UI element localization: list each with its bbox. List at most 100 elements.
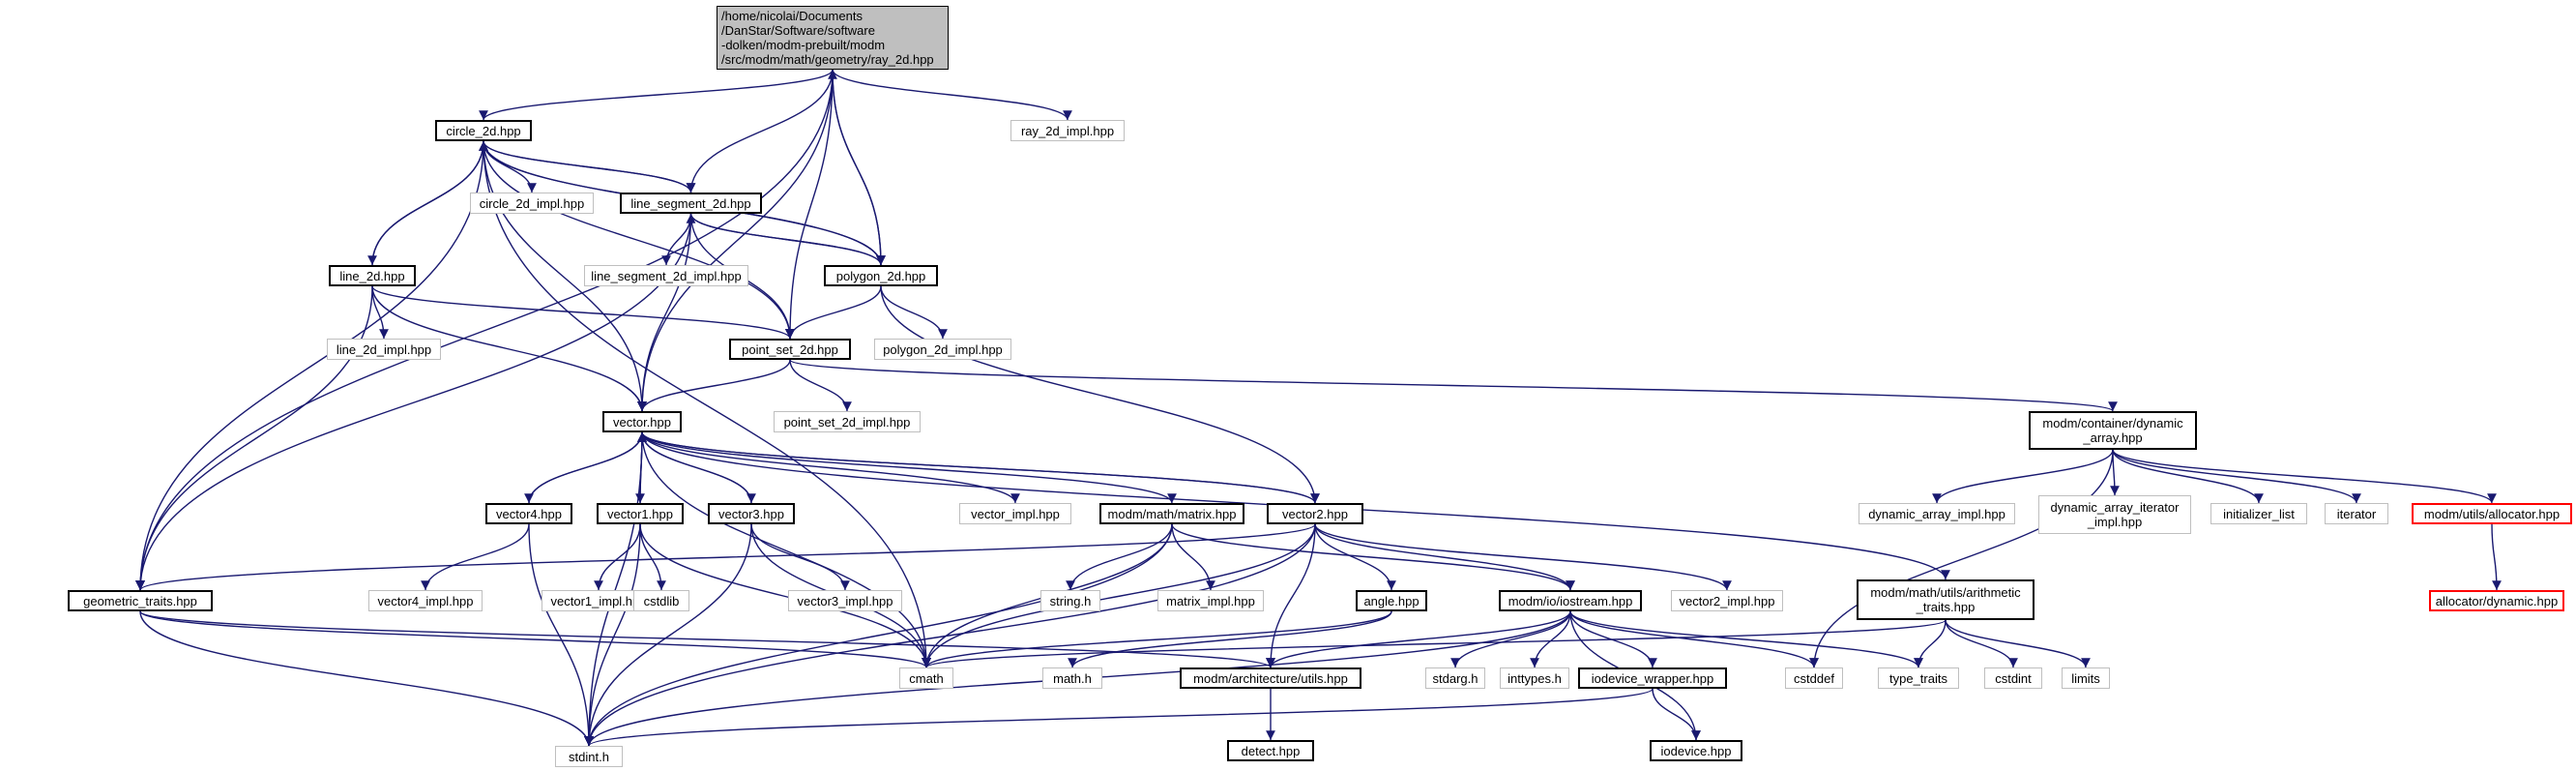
edge-vector2-to-geometric_traits: [135, 523, 1316, 591]
node-dynamic-array[interactable]: modm/container/dynamic_array.hpp: [2029, 411, 2197, 450]
node-label-line: angle.hpp: [1363, 593, 1420, 608]
node-angle[interactable]: angle.hpp: [1356, 590, 1427, 611]
edge-ray_2d-to-point_set_2d: [785, 69, 834, 340]
edge-line_2d-to-point_set_2d: [371, 285, 795, 340]
edge-ray_2d-to-ray_2d_impl: [832, 69, 1072, 121]
edge-vector2-to-angle: [1314, 523, 1396, 591]
node-label-line: cmath: [909, 670, 944, 686]
node-iostream[interactable]: modm/io/iostream.hpp: [1499, 590, 1642, 611]
edge-polygon_2d-to-point_set_2d: [785, 285, 882, 340]
node-vector2[interactable]: vector2.hpp: [1267, 503, 1363, 524]
node-ray-2d: /home/nicolai/Documents/DanStar/Software…: [717, 6, 949, 70]
dependency-edges: [135, 69, 2502, 747]
node-vector4[interactable]: vector4.hpp: [485, 503, 572, 524]
node-label-line: vector.hpp: [613, 414, 671, 430]
edge-geometric_traits-to-arch_utils: [139, 610, 1275, 668]
edge-vector1-to-stdint_h: [584, 523, 641, 747]
edge-dynamic_array-to-allocator: [2112, 449, 2497, 504]
node-label-line: _traits.hpp: [1916, 600, 1976, 614]
node-label-line: allocator/dynamic.hpp: [2435, 593, 2559, 608]
edge-circle_2d-to-geometric_traits: [135, 140, 484, 591]
edge-angle-to-math_h: [1068, 610, 1392, 668]
node-label-line: _array.hpp: [2083, 430, 2143, 445]
edge-matrix-to-string_h: [1066, 523, 1173, 591]
node-dynamic-array-impl: dynamic_array_impl.hpp: [1859, 503, 2015, 524]
edge-vector2-to-arch_utils: [1266, 523, 1316, 668]
node-label-line: vector_impl.hpp: [971, 506, 1060, 521]
node-label-line: iodevice.hpp: [1660, 743, 1732, 758]
node-label-line: vector3.hpp: [718, 506, 784, 521]
node-polygon-2d[interactable]: polygon_2d.hpp: [824, 265, 938, 286]
node-label-line: modm/math/utils/arithmetic: [1870, 585, 2021, 600]
node-label-line: type_traits: [1889, 670, 1947, 686]
node-label-line: cstdint: [1995, 670, 2032, 686]
edge-dynamic_array-to-iterator: [2112, 449, 2361, 504]
edge-geometric_traits-to-cmath: [139, 610, 931, 668]
node-vector[interactable]: vector.hpp: [602, 411, 682, 432]
edge-iostream-to-arch_utils: [1266, 610, 1571, 668]
node-label-line: circle_2d_impl.hpp: [479, 195, 585, 211]
node-label-line: matrix_impl.hpp: [1166, 593, 1255, 608]
edge-ray_2d-to-vector: [637, 69, 834, 412]
node-label-line: vector2_impl.hpp: [1679, 593, 1775, 608]
node-label-line: dynamic_array_impl.hpp: [1868, 506, 2005, 521]
edge-vector2-to-iostream: [1314, 523, 1575, 591]
edge-arithmetic_traits-to-cstdint: [1945, 619, 2018, 668]
node-vector4-impl: vector4_impl.hpp: [368, 590, 483, 611]
node-label-line: cstdlib: [643, 593, 680, 608]
node-label-line: -dolken/modm-prebuilt/modm: [721, 38, 886, 52]
node-label-line: inttypes.h: [1508, 670, 1562, 686]
node-label-line: /home/nicolai/Documents: [721, 9, 863, 23]
edge-dynamic_array-to-cstddef: [1809, 449, 2114, 668]
node-point-set-2d[interactable]: point_set_2d.hpp: [729, 339, 851, 360]
node-label-line: circle_2d.hpp: [446, 123, 521, 138]
edge-ray_2d-to-line_segment_2d: [686, 69, 834, 193]
node-label-line: modm/container/dynamic: [2042, 416, 2183, 430]
node-limits: limits: [2062, 667, 2110, 689]
node-label-line: point_set_2d_impl.hpp: [783, 414, 911, 430]
edge-vector-to-matrix: [641, 431, 1177, 504]
edge-polygon_2d-to-ray_2d: [828, 69, 882, 266]
node-label-line: point_set_2d.hpp: [742, 341, 838, 357]
edge-angle-to-cmath: [922, 610, 1392, 668]
node-detect[interactable]: detect.hpp: [1227, 740, 1314, 761]
node-ray-2d-impl: ray_2d_impl.hpp: [1010, 120, 1125, 141]
node-label-line: /DanStar/Software/software: [721, 23, 875, 38]
node-line-segment-2d[interactable]: line_segment_2d.hpp: [620, 193, 762, 214]
edge-vector3-to-vector3_impl: [750, 523, 850, 591]
edge-vector1-to-cstdlib: [639, 523, 666, 591]
node-type-traits: type_traits: [1878, 667, 1959, 689]
edge-ray_2d-to-circle_2d: [479, 69, 834, 121]
edge-geometric_traits-to-stdint_h: [139, 610, 594, 747]
node-arch-utils[interactable]: modm/architecture/utils.hpp: [1180, 667, 1361, 689]
node-vector-impl: vector_impl.hpp: [959, 503, 1071, 524]
edge-point_set_2d-to-dynamic_array: [789, 359, 2118, 412]
edge-matrix-to-stdint_h: [584, 523, 1173, 747]
edge-polygon_2d-to-vector2: [880, 285, 1320, 504]
node-arithmetic-traits[interactable]: modm/math/utils/arithmetic_traits.hpp: [1857, 579, 2034, 620]
node-label-line: polygon_2d.hpp: [835, 268, 926, 283]
node-line-2d[interactable]: line_2d.hpp: [329, 265, 416, 286]
node-cmath: cmath: [899, 667, 953, 689]
edge-allocator-to-allocator_dynamic: [2491, 523, 2502, 591]
node-allocator-dynamic[interactable]: allocator/dynamic.hpp: [2429, 590, 2564, 611]
node-circle-2d[interactable]: circle_2d.hpp: [435, 120, 532, 141]
edge-iostream-to-cstddef: [1569, 610, 1819, 668]
edge-line_segment_2d-to-circle_2d: [479, 140, 692, 193]
node-iodevice[interactable]: iodevice.hpp: [1650, 740, 1742, 761]
node-vector3[interactable]: vector3.hpp: [708, 503, 795, 524]
node-vector3-impl: vector3_impl.hpp: [788, 590, 902, 611]
edge-polygon_2d-to-line_segment_2d: [686, 213, 882, 266]
node-allocator[interactable]: modm/utils/allocator.hpp: [2412, 503, 2572, 524]
node-matrix[interactable]: modm/math/matrix.hpp: [1099, 503, 1244, 524]
node-geometric-traits[interactable]: geometric_traits.hpp: [68, 590, 213, 611]
node-vector1-impl: vector1_impl.hpp: [542, 590, 656, 611]
node-label-line: math.h: [1053, 670, 1092, 686]
node-cstdint: cstdint: [1984, 667, 2042, 689]
node-iodevice-wrapper[interactable]: iodevice_wrapper.hpp: [1578, 667, 1727, 689]
node-line-2d-impl: line_2d_impl.hpp: [327, 339, 441, 360]
edge-circle_2d-to-vector: [483, 140, 647, 412]
node-vector1[interactable]: vector1.hpp: [597, 503, 684, 524]
edge-point_set_2d-to-point_set_2d_impl: [789, 359, 852, 412]
